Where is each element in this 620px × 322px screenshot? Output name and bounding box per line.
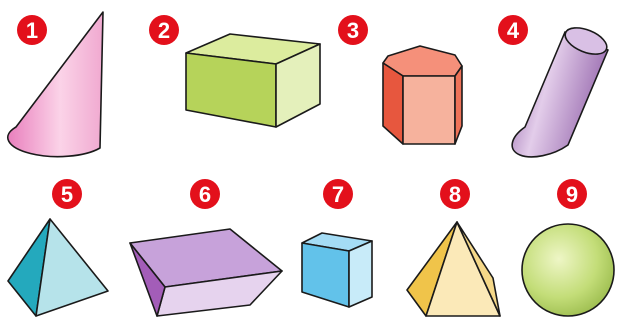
- badge-1-number: 1: [26, 18, 38, 43]
- cylinder-shape: [512, 23, 610, 157]
- badge-5: 5: [52, 179, 82, 209]
- badge-4: 4: [498, 15, 528, 45]
- badge-9: 9: [557, 179, 587, 209]
- badge-8: 8: [440, 179, 470, 209]
- badge-3-number: 3: [347, 18, 359, 43]
- badge-2: 2: [149, 15, 179, 45]
- badge-6-number: 6: [199, 182, 211, 207]
- badge-5-number: 5: [61, 182, 73, 207]
- rectangular-prism-shape: [186, 34, 320, 127]
- triangular-prism-shape: [130, 229, 282, 316]
- badge-4-number: 4: [507, 18, 520, 43]
- badge-6: 6: [190, 179, 220, 209]
- sphere-shape: [522, 224, 614, 316]
- square-pyramid-shape: [407, 222, 500, 316]
- badge-1: 1: [17, 15, 47, 45]
- pentagonal-prism-shape: [383, 46, 462, 144]
- badge-3: 3: [338, 15, 368, 45]
- badge-9-number: 9: [566, 182, 578, 207]
- badge-7-number: 7: [332, 182, 344, 207]
- badge-8-number: 8: [449, 182, 461, 207]
- badge-7: 7: [323, 179, 353, 209]
- triangular-pyramid-shape: [8, 219, 108, 316]
- cube-shape: [302, 233, 372, 307]
- badge-2-number: 2: [158, 18, 170, 43]
